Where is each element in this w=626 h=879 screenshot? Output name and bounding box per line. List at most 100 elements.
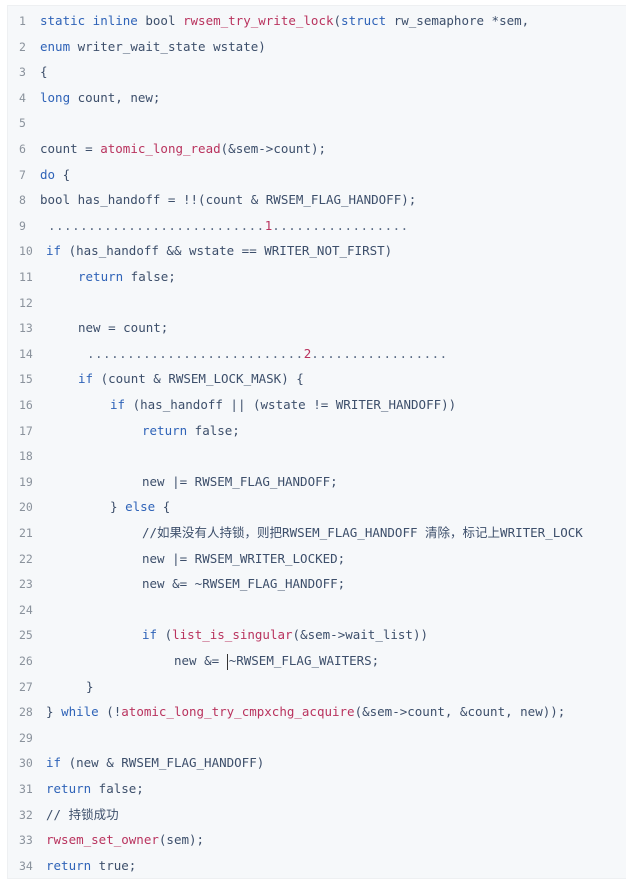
marker-number: 1 <box>264 217 273 233</box>
code-text: if (list_is_singular(&sem->wait_list)) <box>142 624 428 646</box>
keyword-token: if <box>142 627 158 643</box>
line-number: 20 <box>19 500 33 515</box>
keyword-token: long <box>40 89 71 105</box>
line-number: 27 <box>19 679 33 694</box>
code-token: { <box>155 499 171 515</box>
code-text: } <box>86 676 94 698</box>
code-text: bool has_handoff = !!(count & RWSEM_FLAG… <box>40 189 416 211</box>
line-number: 22 <box>19 551 33 566</box>
code-line: 2 enum writer_wait_state wstate) <box>8 36 626 58</box>
line-number: 25 <box>19 628 33 643</box>
code-token: bool <box>137 13 183 28</box>
code-token: (! <box>98 704 122 720</box>
keyword-token: do <box>40 166 56 182</box>
keyword-token: if <box>78 371 94 387</box>
line-number: 9 <box>19 218 26 233</box>
code-token: (count & RWSEM_LOCK_MASK) { <box>93 371 304 387</box>
text-cursor <box>226 653 228 670</box>
line-number: 31 <box>19 782 33 796</box>
code-line: 16 if (has_handoff || (wstate != WRITER_H… <box>8 394 626 416</box>
line-number: 1 <box>19 14 26 28</box>
function-token: atomic_long_read <box>100 141 221 156</box>
code-text: if (count & RWSEM_LOCK_MASK) { <box>78 368 304 390</box>
code-token: { <box>55 166 71 182</box>
code-line: 14...........................2..........… <box>8 343 626 365</box>
line-number: 8 <box>19 193 26 208</box>
line-number: 5 <box>19 116 26 131</box>
line-number: 29 <box>19 730 33 745</box>
code-token: false; <box>187 422 240 438</box>
line-number: 11 <box>19 270 33 284</box>
code-token: writer_wait_state wstate) <box>70 38 266 54</box>
line-number: 13 <box>19 321 33 336</box>
code-token: ( <box>157 627 173 643</box>
code-line: 1 static inline bool rwsem_try_write_lock… <box>8 10 626 32</box>
code-text: new = count; <box>78 317 168 339</box>
code-text: enum writer_wait_state wstate) <box>40 36 266 58</box>
code-text: do { <box>40 164 70 186</box>
line-number: 7 <box>19 167 26 182</box>
code-block: 1 static inline bool rwsem_try_write_lock… <box>7 5 626 879</box>
line-number: 10 <box>19 244 33 259</box>
line-number: 17 <box>19 423 33 438</box>
line-number: 18 <box>19 449 33 464</box>
code-line: 8 bool has_handoff = !!(count & RWSEM_FLA… <box>8 189 626 211</box>
code-token: // 持锁成功 <box>46 806 119 822</box>
code-text: rwsem_set_owner(sem); <box>46 829 204 851</box>
line-number: 23 <box>19 577 33 592</box>
code-line: 10 if (has_handoff && wstate == WRITER_NO… <box>8 240 626 262</box>
code-line: 29 <box>8 727 626 749</box>
keyword-token: return <box>46 857 92 873</box>
code-line: 3{ <box>8 61 626 83</box>
function-token: rwsem_try_write_lock <box>183 13 334 28</box>
keyword-token: if <box>110 397 126 412</box>
code-text: { <box>40 61 48 83</box>
line-number: 15 <box>19 372 33 387</box>
code-token: (&sem->wait_list)) <box>292 627 429 643</box>
code-line: 17 return false; <box>8 420 626 442</box>
code-text: //如果没有人持锁，则把RWSEM_FLAG_HANDOFF 清除，标记上WRI… <box>142 522 583 544</box>
line-number: 2 <box>19 39 26 54</box>
code-token: ( <box>333 13 342 28</box>
code-line: 33 rwsem_set_owner(sem); <box>8 829 626 851</box>
function-token: atomic_long_try_cmpxchg_acquire <box>121 704 355 720</box>
code-token: new = count; <box>78 320 169 336</box>
code-text: count = atomic_long_read(&sem->count); <box>40 138 326 160</box>
code-text: new &= ~RWSEM_FLAG_HANDOFF; <box>142 573 345 595</box>
code-token: count = <box>40 141 101 156</box>
line-number: 16 <box>19 398 33 412</box>
keyword-token: return <box>142 422 188 438</box>
code-token: //如果没有人持锁，则把RWSEM_FLAG_HANDOFF 清除，标记上WRI… <box>142 525 583 540</box>
keyword-token: struct <box>341 13 387 28</box>
dots-token: ........................... <box>48 217 265 233</box>
code-line: 9...........................1...........… <box>8 215 626 237</box>
code-text: if (has_handoff && wstate == WRITER_NOT_… <box>46 240 392 262</box>
code-line: 12 <box>8 292 626 314</box>
keyword-token: enum <box>40 38 71 54</box>
keyword-token: else <box>125 499 156 515</box>
code-token: (has_handoff || (wstate != WRITER_HANDOF… <box>125 397 457 412</box>
marker-number: 2 <box>303 345 312 361</box>
keyword-token: while <box>61 704 99 720</box>
code-token: (has_handoff && wstate == WRITER_NOT_FIR… <box>61 243 393 259</box>
code-text: return true; <box>46 855 136 877</box>
code-line: 18 <box>8 445 626 467</box>
line-number: 32 <box>19 807 33 822</box>
code-token: new &= <box>174 653 227 668</box>
code-text: static inline bool rwsem_try_write_lock(… <box>40 10 529 32</box>
code-line: 31 return false; <box>8 778 626 800</box>
line-number: 28 <box>19 705 33 720</box>
code-token: (&sem->count, &count, new)); <box>354 704 566 720</box>
code-text: return false; <box>46 778 144 800</box>
line-number: 21 <box>19 526 33 540</box>
line-number: 33 <box>19 833 33 848</box>
dots-token: ........................... <box>87 345 304 361</box>
code-line: 27} <box>8 676 626 698</box>
keyword-token: if <box>46 755 62 771</box>
code-token: bool has_handoff = !!(count & RWSEM_FLAG… <box>40 192 417 208</box>
